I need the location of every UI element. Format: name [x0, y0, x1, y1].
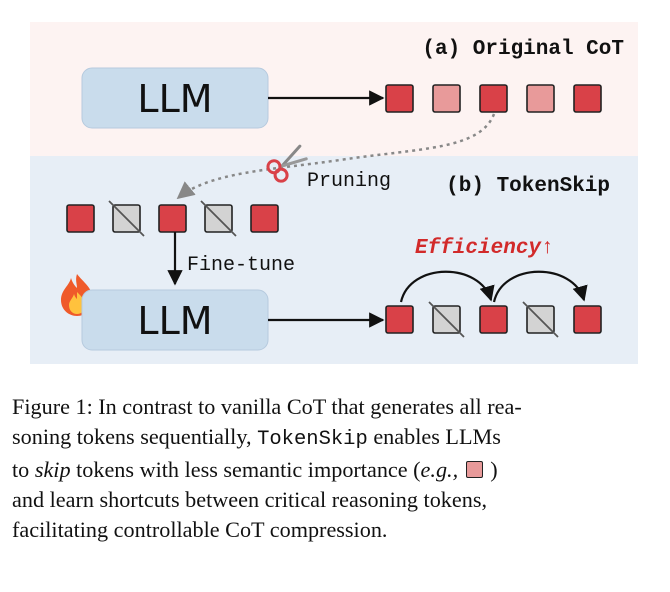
caption-line-1: Figure 1: In contrast to vanilla CoT tha…	[12, 394, 522, 419]
pruning-label: Pruning	[307, 170, 391, 193]
caption-line-4: and learn shortcuts between critical rea…	[12, 487, 488, 512]
token-strike	[522, 301, 559, 338]
caption-eg: e.g.,	[420, 457, 459, 482]
token-less-important	[526, 84, 555, 113]
panel-a-title: (a) Original CoT	[422, 38, 624, 61]
output-token-row	[385, 301, 602, 338]
token-less-important	[432, 84, 461, 113]
token-critical	[385, 305, 414, 334]
scissors-icon	[266, 144, 308, 183]
token-critical	[66, 204, 95, 233]
less-important-token-icon	[465, 461, 483, 478]
pruned-token-row	[66, 200, 279, 237]
llm-label-original: LLM	[137, 77, 212, 121]
caption-text: enables LLMs	[373, 424, 501, 449]
token-critical	[250, 204, 279, 233]
llm-label-tokenskip: LLM	[137, 299, 212, 343]
skip-arc-2	[492, 270, 588, 303]
finetune-label: Fine-tune	[187, 254, 295, 277]
skip-arc-1	[399, 270, 495, 303]
token-critical	[479, 84, 508, 113]
token-strike	[108, 200, 145, 237]
caption-line-2: soning tokens sequentially, TokenSkip en…	[12, 422, 660, 455]
token-strike	[428, 301, 465, 338]
caption-text: tokens with less semantic importance (	[76, 457, 421, 482]
token-critical	[385, 84, 414, 113]
pruning-path	[176, 113, 496, 200]
caption-tokenskip: TokenSkip	[257, 428, 368, 451]
token-critical	[479, 305, 508, 334]
caption-line-5: facilitating controllable CoT compressio…	[12, 517, 388, 542]
caption-text: soning tokens sequentially,	[12, 424, 252, 449]
llm-box-tokenskip: LLM	[81, 289, 269, 351]
token-critical	[158, 204, 187, 233]
efficiency-label: Efficiency↑	[415, 237, 554, 260]
token-critical	[573, 305, 602, 334]
token-strike	[200, 200, 237, 237]
caption-text: to	[12, 457, 30, 482]
caption-skip: skip	[34, 457, 71, 482]
llm-box-original: LLM	[81, 67, 269, 129]
original-token-row	[385, 84, 602, 113]
caption-line-3: to skip tokens with less semantic import…	[12, 455, 660, 485]
caption-text: )	[490, 457, 498, 482]
token-critical	[573, 84, 602, 113]
figure-caption: Figure 1: In contrast to vanilla CoT tha…	[12, 392, 660, 545]
panel-b-title: (b) TokenSkip	[446, 175, 610, 198]
